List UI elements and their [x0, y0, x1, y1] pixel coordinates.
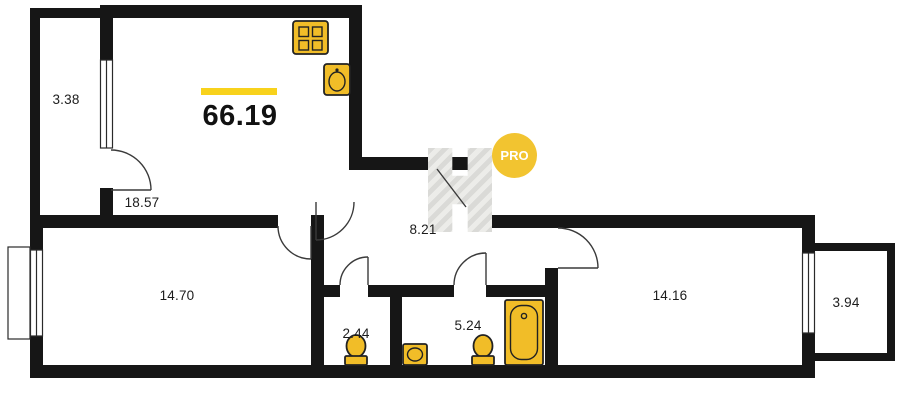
watermark-pro-label: PRO: [500, 148, 529, 163]
wall-balcony-right-top: [815, 243, 895, 251]
total-area-underline: [201, 88, 277, 95]
room-area-label-balcony-right: 3.94: [832, 295, 860, 310]
room-area-label-wc: 2.44: [342, 326, 370, 341]
door-bedroom-right-icon: [557, 227, 599, 269]
wall-bath-top-right: [486, 285, 558, 297]
wall-left-outer-lower: [30, 336, 43, 378]
room-area-label-bedroom-left: 14.70: [159, 288, 195, 303]
watermark-pro-badge: PRO: [492, 133, 537, 178]
wall-bedroom-right-left: [545, 268, 558, 378]
wall-bedroom-left-right: [311, 215, 324, 378]
wall-balcony-left-top: [30, 8, 110, 18]
window-right-icon: [801, 252, 816, 334]
wall-balcony-right-bottom: [815, 353, 895, 361]
toilet-wc-icon: [344, 334, 368, 366]
wall-wc-top-left: [324, 285, 340, 297]
wall-balcony-left-outer: [30, 8, 40, 215]
wall-top-right-room: [479, 215, 815, 228]
toilet-bathroom-icon: [471, 334, 495, 366]
room-area-label-bathroom: 5.24: [454, 318, 482, 333]
washbasin-icon: [402, 343, 428, 366]
wall-separator-left: [30, 215, 278, 228]
wall-wc-right: [390, 285, 402, 378]
door-wc-icon: [339, 256, 369, 286]
door-balcony-left-icon: [110, 149, 152, 191]
door-living-room-icon: [315, 201, 355, 241]
wall-living-right: [349, 5, 362, 170]
window-left-icon: [7, 246, 44, 340]
wall-hall-top: [349, 157, 492, 170]
room-area-label-bedroom-right: 14.16: [652, 288, 688, 303]
total-area-value: 66.19: [202, 100, 278, 132]
door-bedroom-left-icon: [277, 225, 312, 260]
wall-balcony-right-outer: [887, 243, 895, 361]
room-area-label-balcony-left: 3.38: [52, 92, 80, 107]
wall-living-left-upper: [100, 5, 113, 60]
wall-bath-top-left: [402, 285, 454, 297]
wall-bottom: [30, 365, 815, 378]
wall-right-outer-upper: [802, 228, 815, 253]
wall-top-main: [100, 5, 362, 18]
bathtub-icon: [504, 299, 544, 366]
room-area-label-hall: 8.21: [409, 222, 437, 237]
door-bathroom-icon: [453, 252, 487, 286]
window-balcony-left-icon: [99, 59, 114, 149]
door-entry-icon: [436, 168, 467, 208]
kitchen-sink-icon: [323, 63, 351, 96]
stove-icon: [292, 20, 329, 55]
room-area-label-living: 18.57: [124, 195, 160, 210]
